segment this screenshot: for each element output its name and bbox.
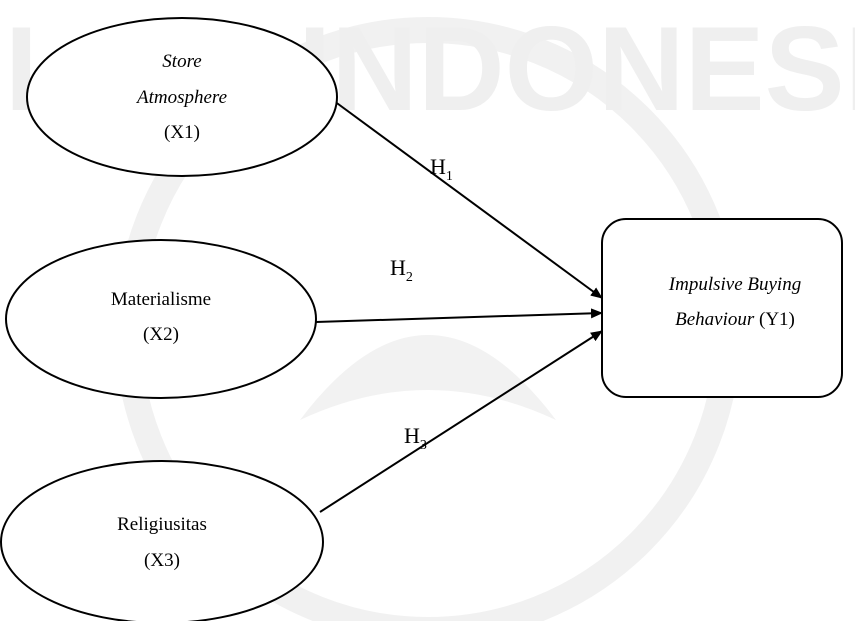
node-x3-line1: Religiusitas <box>117 514 207 535</box>
node-x3-shape <box>0 460 324 621</box>
node-x3-line2: (X3) <box>144 550 180 571</box>
edge-label-h1: H1 <box>430 154 453 184</box>
node-y1-line2-italic: Behaviour <box>675 309 755 330</box>
node-impulsive-buying-behaviour: Impulsive Buying Behaviour (Y1) <box>601 218 843 398</box>
node-religiusitas: Religiusitas (X3) <box>0 460 324 621</box>
node-x2-line1: Materialisme <box>111 289 211 310</box>
node-x1-line3: (X1) <box>164 122 200 143</box>
node-store-atmosphere: Store Atmosphere (X1) <box>26 17 338 177</box>
node-x1-line1: Store <box>162 51 201 72</box>
node-x1-line2: Atmosphere <box>135 87 227 108</box>
edge-label-h3: H3 <box>404 423 427 453</box>
edge-h3 <box>319 330 603 513</box>
edges <box>315 97 603 513</box>
node-x1-shape <box>26 17 338 177</box>
watermark-emblem <box>300 335 556 420</box>
node-y1-line2-plain: (Y1) <box>754 309 795 330</box>
node-y1-shape <box>601 218 843 398</box>
node-y1-line2: Behaviour (Y1) <box>675 309 795 330</box>
edge-label-h2: H2 <box>390 255 413 285</box>
node-materialisme: Materialisme (X2) <box>5 239 317 399</box>
node-x2-line2: (X2) <box>143 324 179 345</box>
node-y1-line1: Impulsive Buying <box>668 274 801 295</box>
edge-h2 <box>315 308 603 323</box>
edge-h1 <box>329 97 603 299</box>
node-x2-shape <box>5 239 317 399</box>
